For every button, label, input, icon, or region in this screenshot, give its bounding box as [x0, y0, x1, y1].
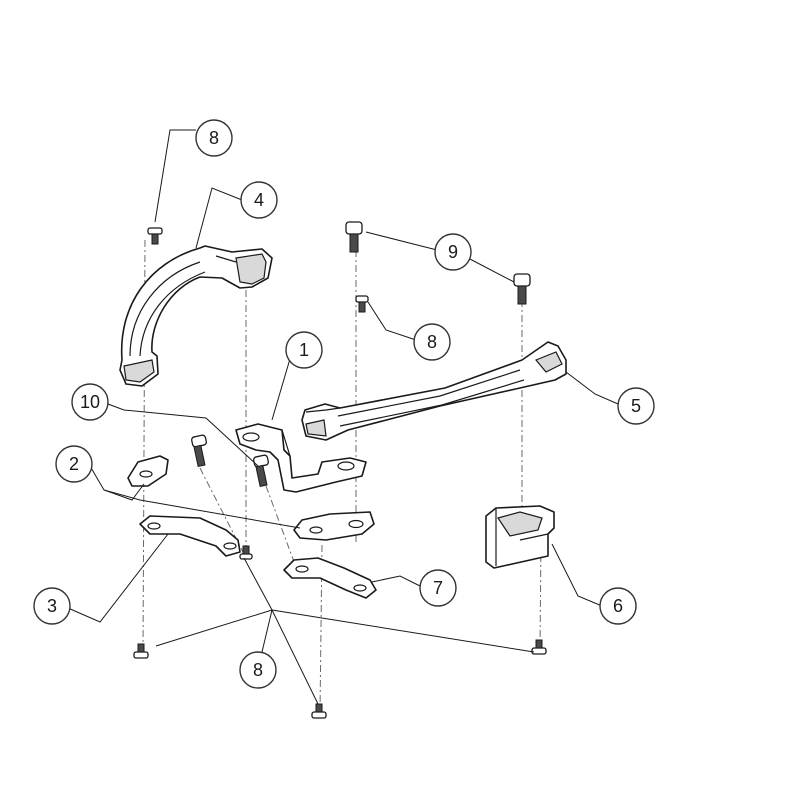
svg-text:4: 4 — [254, 190, 264, 210]
callout-7: 7 — [419, 569, 457, 607]
svg-text:5: 5 — [631, 396, 641, 416]
svg-text:10: 10 — [80, 392, 100, 412]
callout-6: 6 — [599, 587, 637, 625]
screw-top-left — [147, 227, 163, 245]
screw-bottom-right — [531, 639, 547, 655]
plate-center — [293, 511, 375, 541]
callout-8-bottom: 8 — [239, 651, 277, 689]
svg-text:8: 8 — [209, 128, 219, 148]
callout-9: 9 — [434, 233, 472, 271]
handle-left — [119, 245, 273, 387]
screw-10-right — [253, 454, 269, 487]
leader-lines — [67, 129, 619, 705]
screw-socket-right — [513, 273, 531, 305]
callout-5: 5 — [617, 387, 655, 425]
handle-right — [301, 341, 567, 441]
callout-4: 4 — [240, 181, 278, 219]
svg-text:6: 6 — [613, 596, 623, 616]
holder-block — [485, 505, 555, 569]
lower-plate — [283, 557, 377, 599]
screw-middle — [355, 295, 369, 313]
screw-bottom-center — [311, 703, 327, 719]
callout-8-middle: 8 — [413, 323, 451, 361]
callout-8-top: 8 — [195, 119, 233, 157]
screw-under-handle — [239, 545, 253, 560]
screw-socket-left — [345, 221, 363, 253]
svg-text:7: 7 — [433, 578, 443, 598]
svg-text:9: 9 — [448, 242, 458, 262]
callout-2: 2 — [55, 445, 93, 483]
svg-text:1: 1 — [299, 340, 309, 360]
lower-bracket — [139, 515, 241, 557]
plate-small-left — [127, 455, 169, 487]
bracket-upright — [235, 423, 367, 493]
svg-text:3: 3 — [47, 596, 57, 616]
callout-10: 10 — [71, 383, 109, 421]
svg-text:2: 2 — [69, 454, 79, 474]
callout-3: 3 — [33, 587, 71, 625]
screws — [133, 221, 547, 719]
callout-1: 1 — [285, 331, 323, 369]
svg-text:8: 8 — [253, 660, 263, 680]
screw-10-left — [191, 434, 207, 467]
svg-text:8: 8 — [427, 332, 437, 352]
screw-bottom-left — [133, 643, 149, 659]
